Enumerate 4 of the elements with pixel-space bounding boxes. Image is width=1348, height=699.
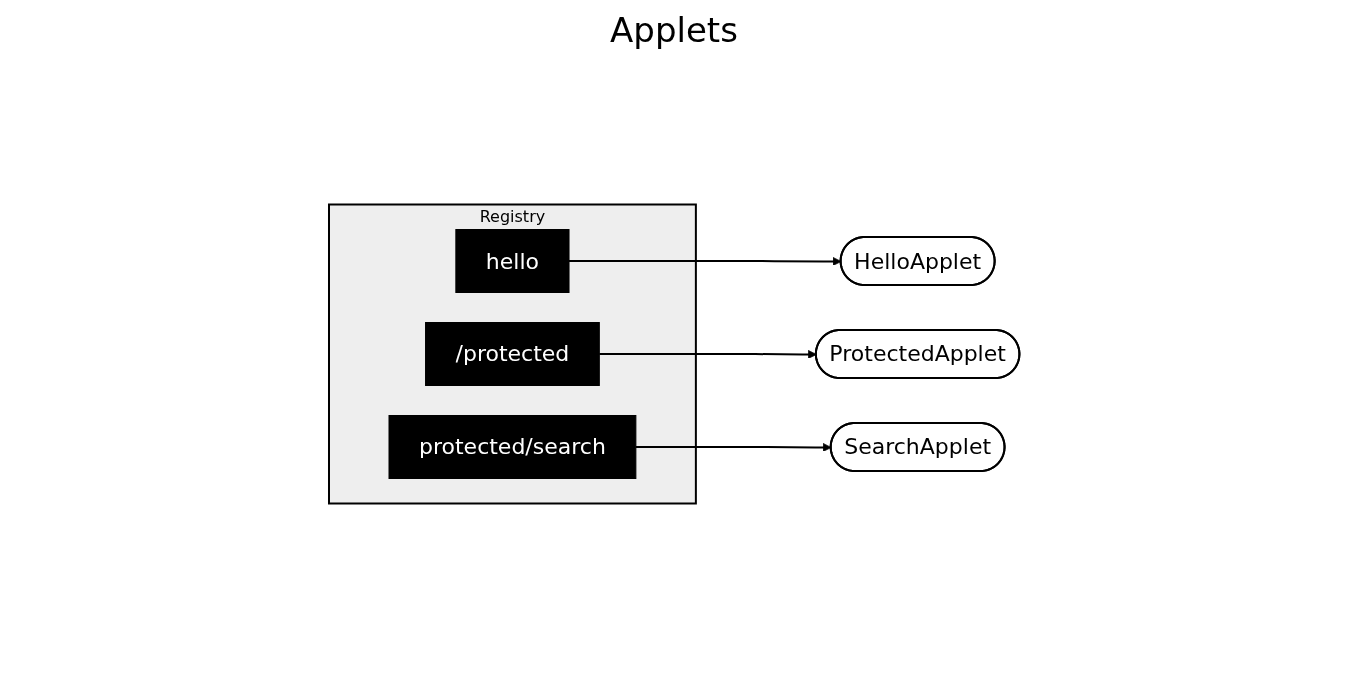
node-box: protected/search <box>388 415 637 479</box>
diagram-title: Applets <box>609 10 739 50</box>
node-box: /protected <box>424 322 600 386</box>
node-box: hello <box>455 229 570 293</box>
